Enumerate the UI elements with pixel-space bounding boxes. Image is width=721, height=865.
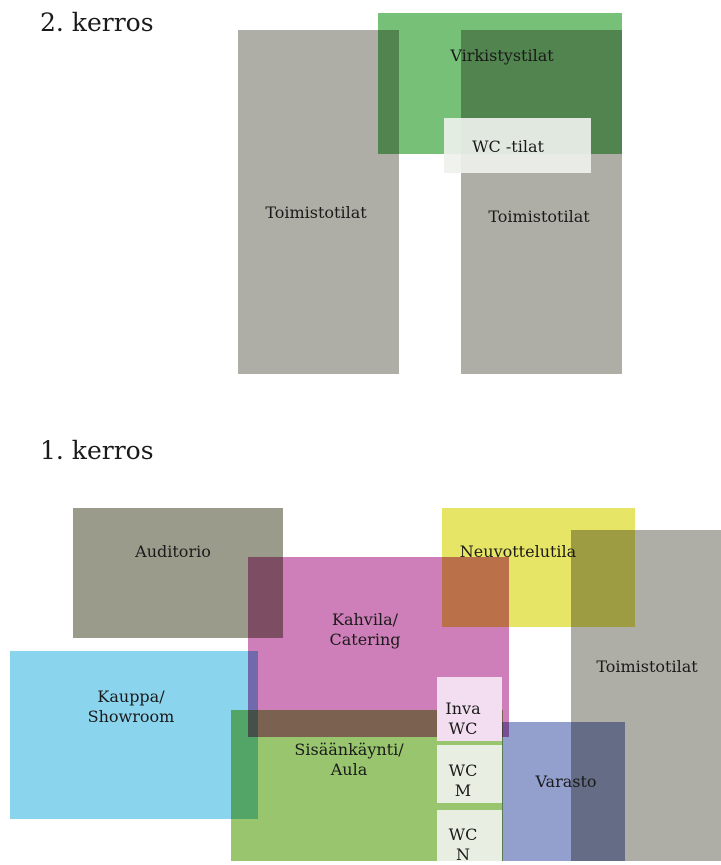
floor2-wc-area — [444, 118, 591, 173]
floor2-office-left-label: Toimistotilat — [265, 203, 367, 222]
floor1-auditorium-label: Auditorio — [135, 542, 211, 561]
floor1-meeting-label: Neuvottelutila — [459, 542, 577, 561]
floor1-wc-men-area — [437, 745, 502, 803]
floor1-cafe-label: Kahvila/ Catering — [329, 610, 401, 649]
floor2-recreation-label: Virkistystilat — [450, 46, 554, 65]
floor1-wc-women-area — [437, 810, 502, 861]
floor1-wc-accessible-area — [437, 677, 502, 741]
floor2-office-right-label: Toimistotilat — [488, 207, 590, 226]
floor2-title: 2. kerros — [40, 8, 154, 37]
floor1-wc-accessible-label: Inva WC — [445, 699, 481, 738]
floor1-storage-label: Varasto — [535, 772, 597, 791]
floor1-storage-area — [502, 722, 625, 861]
floor2-office-left-area — [238, 30, 399, 374]
floor1-title: 1. kerros — [40, 436, 154, 465]
floor1-wc-women-label: WC N — [448, 825, 478, 864]
floor1-shop-area — [10, 651, 258, 819]
floor1-meeting-area — [442, 508, 635, 627]
floor1-entrance-label: Sisäänkäynti/ Aula — [294, 740, 404, 779]
floor1-office-label: Toimistotilat — [596, 657, 698, 676]
floor1-shop-label: Kauppa/ Showroom — [87, 687, 175, 726]
floor1-wc-men-label: WC M — [448, 761, 478, 800]
floor2-wc-label: WC -tilat — [472, 137, 544, 156]
